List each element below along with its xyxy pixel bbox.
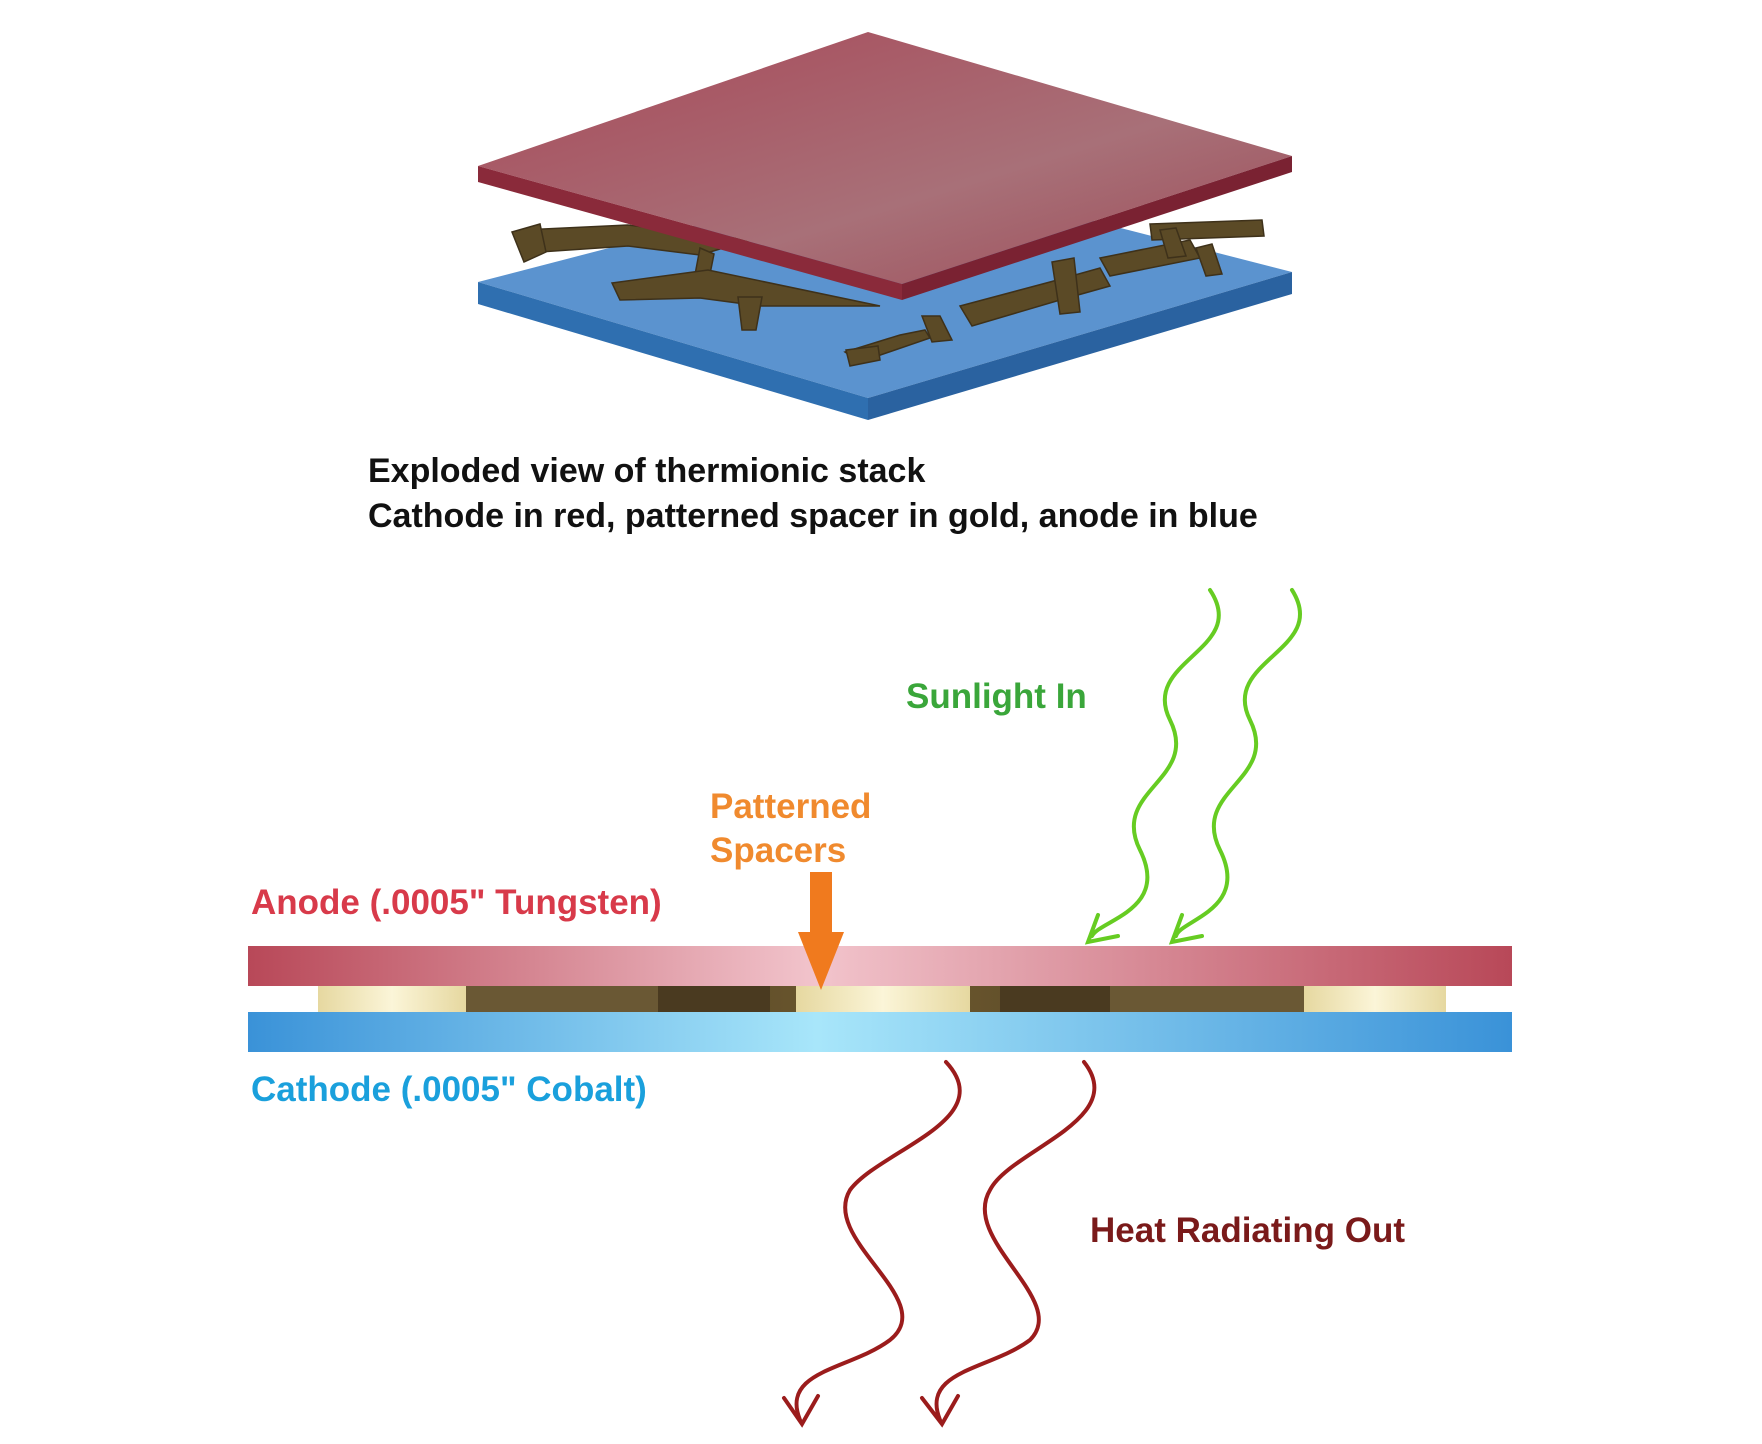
patterned-spacers-label-line-2: Spacers: [710, 831, 847, 870]
heat-label: Heat Radiating Out: [1090, 1211, 1406, 1250]
caption-line-2: Cathode in red, patterned spacer in gold…: [368, 497, 1258, 535]
cathode-label: Cathode (.0005" Cobalt): [251, 1070, 647, 1109]
anode-bar: [248, 946, 1512, 986]
spacer-pointer-arrow: [798, 872, 844, 990]
sunlight-label: Sunlight In: [906, 677, 1087, 716]
heat-arrow-1: [794, 1060, 962, 1422]
heat-arrows: [782, 1060, 1097, 1428]
patterned-spacer-gold: [510, 219, 1265, 367]
cathode-bar: [248, 1012, 1512, 1052]
sunlight-arrows: [1084, 588, 1302, 945]
heat-arrow-2: [934, 1060, 1097, 1422]
caption-line-1: Exploded view of thermionic stack: [368, 452, 926, 490]
anode-label: Anode (.0005" Tungsten): [251, 883, 662, 922]
top-plate-cathode-red: [478, 32, 1292, 300]
sunlight-arrow-2: [1174, 588, 1302, 938]
patterned-spacers-label-line-1: Patterned: [710, 787, 872, 826]
sunlight-arrow-1: [1090, 588, 1221, 938]
cross-section: [248, 946, 1512, 1052]
